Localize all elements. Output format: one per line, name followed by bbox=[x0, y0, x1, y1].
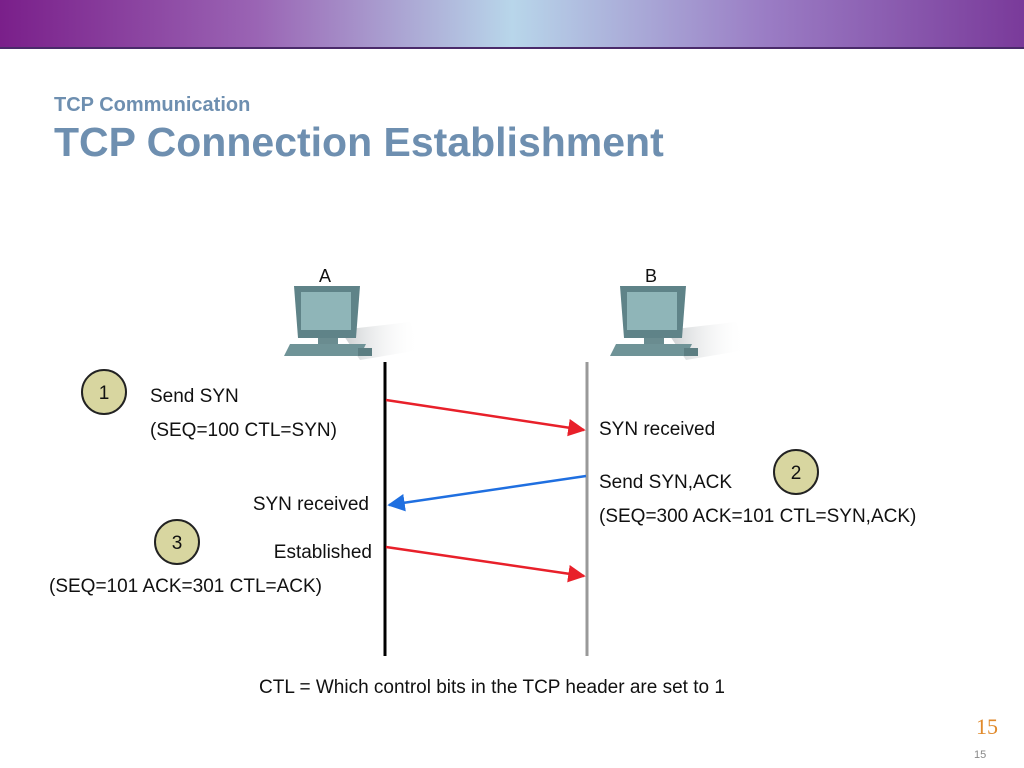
step-2-number: 2 bbox=[791, 463, 802, 484]
page-number: 15 bbox=[976, 714, 998, 739]
header-banner bbox=[0, 0, 1024, 47]
ctl-legend: CTL = Which control bits in the TCP head… bbox=[259, 677, 725, 698]
host-a-label: A bbox=[319, 266, 331, 286]
step1-b-syn-received: SYN received bbox=[599, 419, 716, 440]
slide-title: TCP Connection Establishment bbox=[54, 119, 664, 165]
page-number-small: 15 bbox=[974, 749, 987, 761]
step-2-badge: 2 bbox=[773, 449, 819, 495]
step-3-badge: 3 bbox=[154, 519, 200, 565]
syn-ack-arrow bbox=[387, 474, 587, 512]
step3-established: Established bbox=[273, 542, 372, 563]
step2-a-syn-received: SYN received bbox=[252, 494, 369, 515]
step2-send-syn-ack: Send SYN,ACK bbox=[599, 472, 733, 493]
header-divider bbox=[0, 47, 1024, 49]
step1-send-syn: Send SYN bbox=[150, 386, 239, 407]
host-b-label: B bbox=[645, 266, 657, 286]
step-3-number: 3 bbox=[172, 533, 183, 554]
step2-seq: (SEQ=300 ACK=101 CTL=SYN,ACK) bbox=[599, 506, 917, 527]
ack-arrow bbox=[385, 545, 586, 583]
step3-seq: (SEQ=101 ACK=301 CTL=ACK) bbox=[49, 576, 323, 597]
host-a-computer-icon bbox=[284, 286, 420, 360]
step-1-number: 1 bbox=[99, 383, 110, 404]
step1-seq: (SEQ=100 CTL=SYN) bbox=[150, 420, 337, 441]
slide-subtitle: TCP Communication bbox=[54, 94, 251, 116]
host-b-computer-icon bbox=[610, 286, 746, 360]
syn-arrow bbox=[385, 398, 586, 437]
step-1-badge: 1 bbox=[81, 369, 127, 415]
